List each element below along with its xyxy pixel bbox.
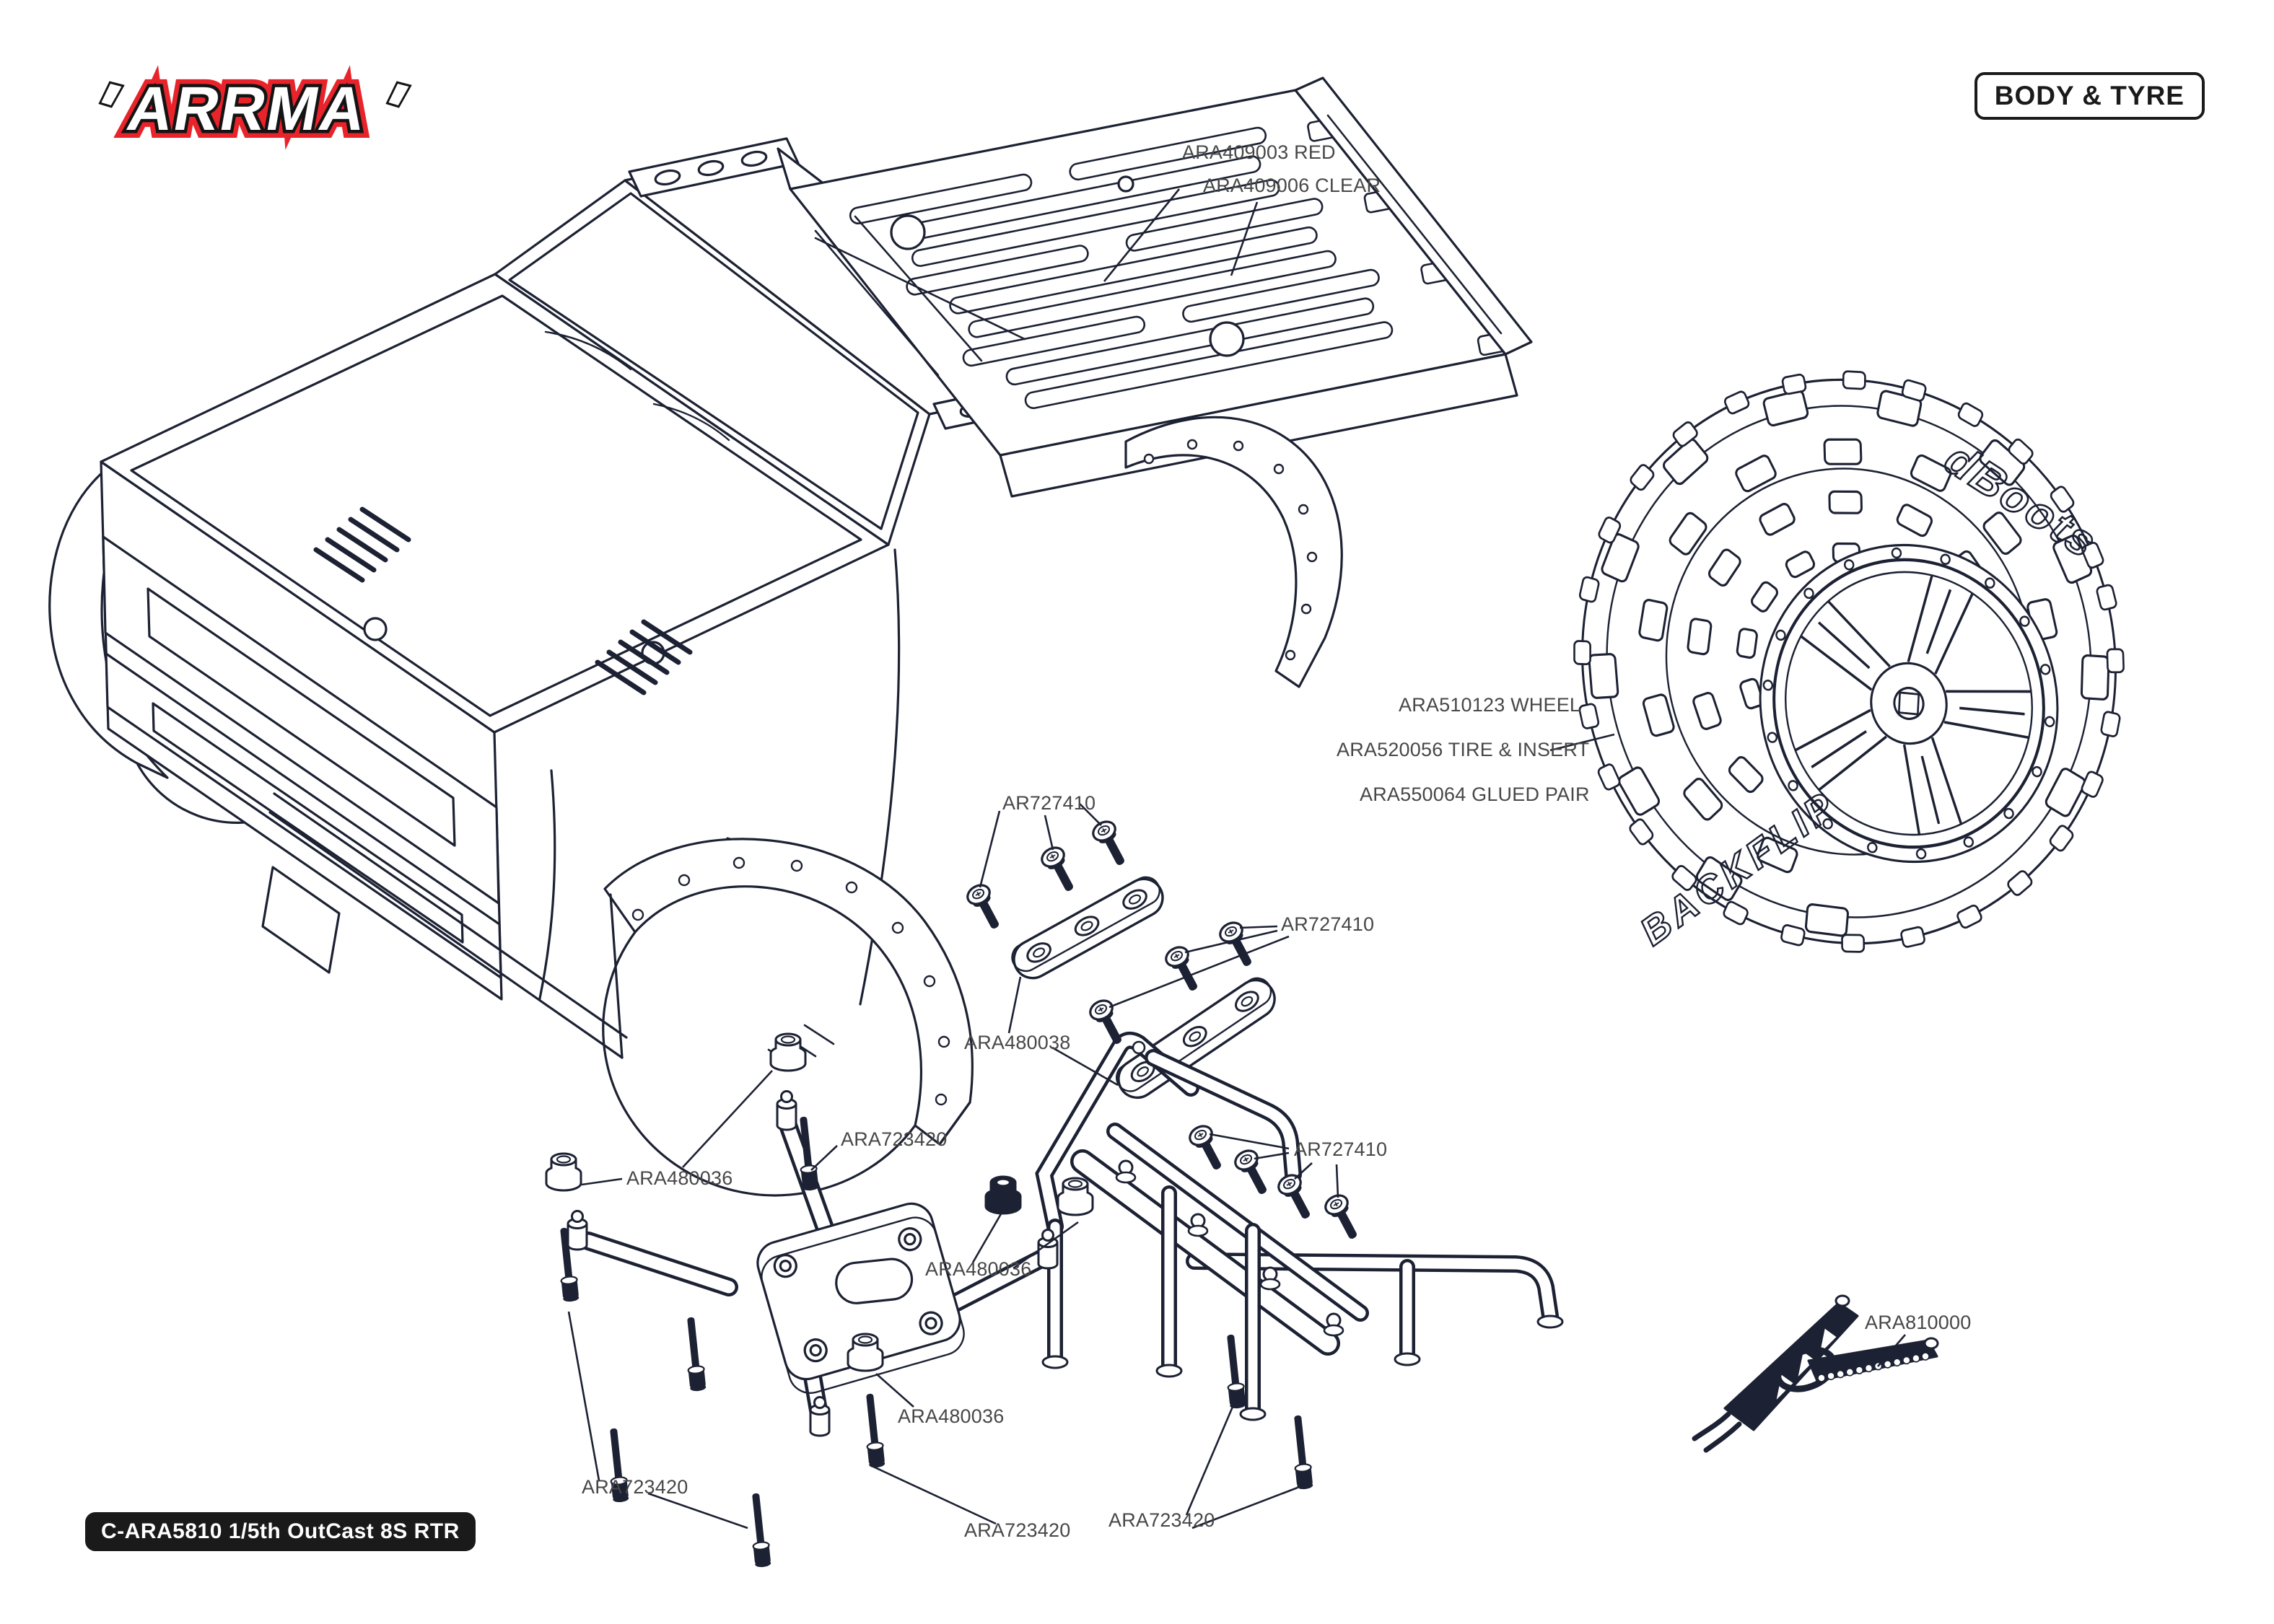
arrma-logo-text-front: ARRMA <box>122 75 372 144</box>
part-label: AR727410 <box>1294 1138 1388 1160</box>
callout-leader-lines <box>567 188 1906 1529</box>
part-label: ARA480038 <box>964 1032 1071 1053</box>
part-label: ARA520056 TIRE & INSERT <box>1337 739 1590 760</box>
rear-body-mount-drawing <box>1035 1031 1564 1421</box>
part-label: ARA510123 WHEEL <box>1399 694 1581 716</box>
arrma-logo-text: ARRMA <box>122 75 372 144</box>
model-badge: C-ARA5810 1/5th OutCast 8S RTR <box>85 1512 476 1551</box>
arrma-logo: ARRMA ARRMA <box>75 63 436 150</box>
part-label: ARA723420 <box>582 1476 688 1498</box>
section-badge: BODY & TYRE <box>1974 72 2205 120</box>
body-clip-tool-drawing <box>1692 1294 1939 1453</box>
part-label: ARA723420 <box>841 1128 948 1150</box>
truck-body-drawing <box>48 76 1533 1197</box>
part-label: ARA409006 CLEAR <box>1203 175 1381 196</box>
part-label: ARA480036 <box>898 1405 1005 1427</box>
part-label: ARA723420 <box>1108 1509 1215 1531</box>
body-mount-rails-drawing <box>1011 876 1276 1100</box>
part-label: AR727410 <box>1002 792 1096 814</box>
part-label: AR727410 <box>1281 913 1375 935</box>
tire-drawing: dBoots BACKFLIP <box>1573 370 2125 954</box>
part-label: ARA810000 <box>1865 1312 1972 1333</box>
part-label: ARA480036 <box>925 1258 1032 1280</box>
part-label: ARA480036 <box>626 1167 733 1189</box>
part-label: ARA550064 GLUED PAIR <box>1360 784 1590 805</box>
part-label: ARA723420 <box>964 1519 1071 1541</box>
hardware-drawing <box>545 820 1357 1568</box>
part-label: ARA409003 RED <box>1182 141 1336 163</box>
